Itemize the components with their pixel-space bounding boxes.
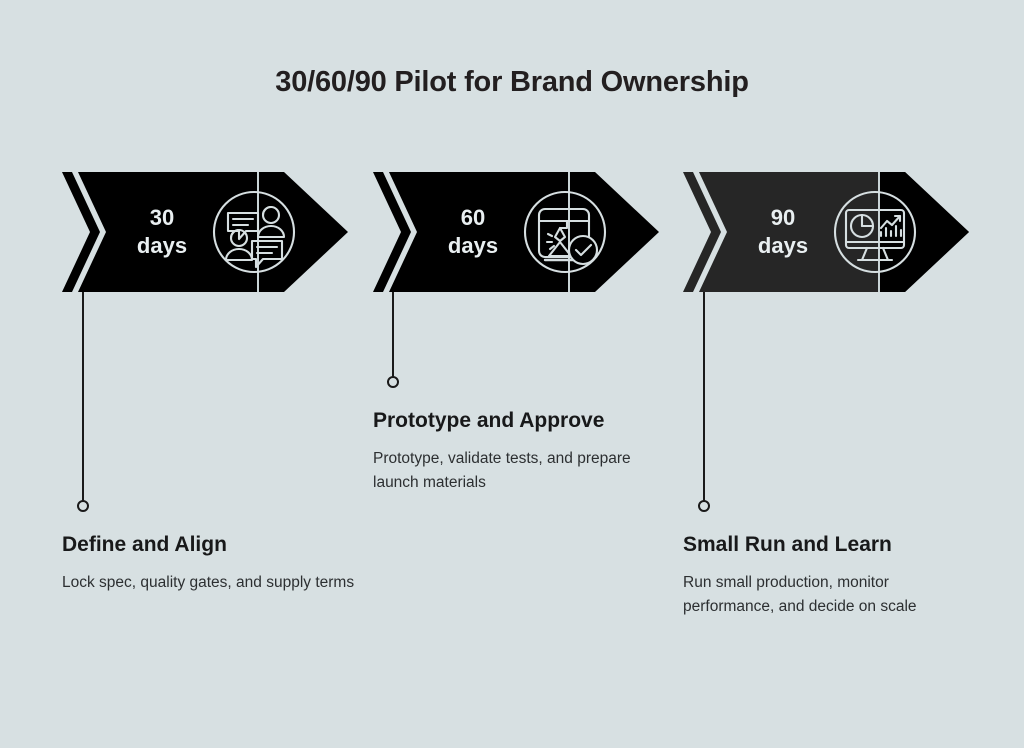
milestone-description-60: Prototype, validate tests, and prepare l… — [373, 450, 631, 492]
conversation-people-icon — [212, 190, 296, 274]
page-title: 30/60/90 Pilot for Brand Ownership — [275, 66, 749, 98]
milestone-caption-30: Define and Align Lock spec, quality gate… — [62, 532, 362, 595]
milestone-banner-60[interactable]: 60 days — [373, 172, 659, 292]
banner-shape-30 — [62, 172, 348, 292]
milestone-banner-30[interactable]: 30 days — [62, 172, 348, 292]
milestone-heading-60: Prototype and Approve — [373, 409, 605, 432]
milestone-banner-90[interactable]: 90 days — [683, 172, 969, 292]
milestone-caption-60: Prototype and Approve Prototype, validat… — [373, 408, 673, 495]
milestone-description-30: Lock spec, quality gates, and supply ter… — [62, 574, 355, 592]
milestone-heading-90: Small Run and Learn — [683, 533, 892, 556]
banner-shape-60 — [373, 172, 659, 292]
prototype-approved-icon — [523, 190, 607, 274]
connector-endpoint-90 — [698, 500, 710, 512]
milestone-heading-30: Define and Align — [62, 533, 227, 556]
connector-endpoint-60 — [387, 376, 399, 388]
connector-endpoint-30 — [77, 500, 89, 512]
analytics-monitor-icon — [833, 190, 917, 274]
milestone-caption-90: Small Run and Learn Run small production… — [683, 532, 983, 619]
milestone-description-90: Run small production, monitor performanc… — [683, 574, 917, 616]
banner-shape-90 — [683, 172, 969, 292]
